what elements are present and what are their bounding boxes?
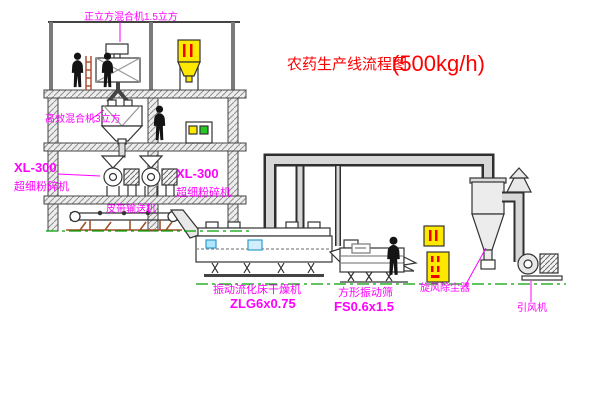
mill-unit-left bbox=[100, 155, 140, 196]
red-text-mark bbox=[437, 266, 440, 272]
level2-machine bbox=[185, 121, 213, 144]
control-cabinet-upper bbox=[423, 225, 445, 247]
red-text-mark bbox=[190, 44, 193, 57]
diagram-title-capacity: (500kg/h) bbox=[392, 51, 485, 76]
high-efficiency-mixer bbox=[100, 99, 144, 145]
label-mid-mill-model: XL-300 bbox=[176, 166, 219, 181]
worker-figure-1 bbox=[71, 52, 84, 88]
label-left-mill-model: XL-300 bbox=[14, 160, 57, 175]
red-text-mark bbox=[431, 275, 440, 278]
feed-chute bbox=[169, 209, 204, 239]
label-induced-draft-fan: 引风机 bbox=[517, 301, 547, 314]
fan-motor bbox=[539, 253, 559, 274]
pulse-dust-collector bbox=[177, 39, 201, 90]
label-fluid-bed-dryer-model: ZLG6x0.75 bbox=[230, 296, 296, 311]
label-left-mill-name: 超细粉碎机 bbox=[14, 179, 69, 193]
label-cyclone-dust-collector: 旋风除尘器 bbox=[420, 281, 470, 294]
red-text-mark bbox=[183, 44, 186, 57]
rain-cap bbox=[506, 177, 532, 193]
conveyor-supports bbox=[66, 220, 182, 231]
main-exhaust-duct bbox=[263, 153, 495, 246]
red-text-mark bbox=[437, 256, 440, 262]
feed-pipe bbox=[118, 142, 126, 158]
mill-unit-right bbox=[138, 155, 178, 196]
red-text-mark bbox=[431, 266, 434, 272]
label-vibrating-screen: 方形振动筛 bbox=[338, 285, 393, 299]
induced-draft-fan bbox=[517, 253, 563, 281]
label-leader-lines bbox=[57, 22, 532, 302]
label-belt-conveyor: 皮带输送机 bbox=[106, 202, 156, 215]
dryer-springs bbox=[211, 262, 315, 274]
cyclone-separator bbox=[469, 177, 507, 270]
control-cabinet-lower bbox=[426, 251, 450, 283]
diagram-title: 农药生产线流程图 bbox=[287, 56, 407, 73]
label-fluid-bed-dryer: 振动流化床干燥机 bbox=[213, 282, 301, 296]
red-text-mark bbox=[429, 230, 432, 241]
vibrating-screen bbox=[339, 239, 418, 283]
label-vibrating-screen-model: FS0.6x1.5 bbox=[334, 299, 394, 314]
label-mid-mill-name: 超细粉碎机 bbox=[176, 185, 231, 199]
building-structure bbox=[43, 21, 247, 232]
screen-springs bbox=[347, 271, 393, 282]
sight-glass bbox=[205, 239, 217, 249]
red-text-mark bbox=[431, 256, 434, 262]
red-text-mark bbox=[435, 230, 438, 241]
exhaust-stack bbox=[502, 167, 532, 262]
sight-glass bbox=[247, 239, 263, 251]
access-ladder bbox=[85, 56, 92, 90]
fluid-bed-dryer bbox=[195, 221, 356, 277]
label-cube-mixer: 正立方混合机1.5立方 bbox=[84, 10, 178, 23]
label-high-efficiency-mixer: 高效混合机3立方 bbox=[45, 112, 121, 125]
